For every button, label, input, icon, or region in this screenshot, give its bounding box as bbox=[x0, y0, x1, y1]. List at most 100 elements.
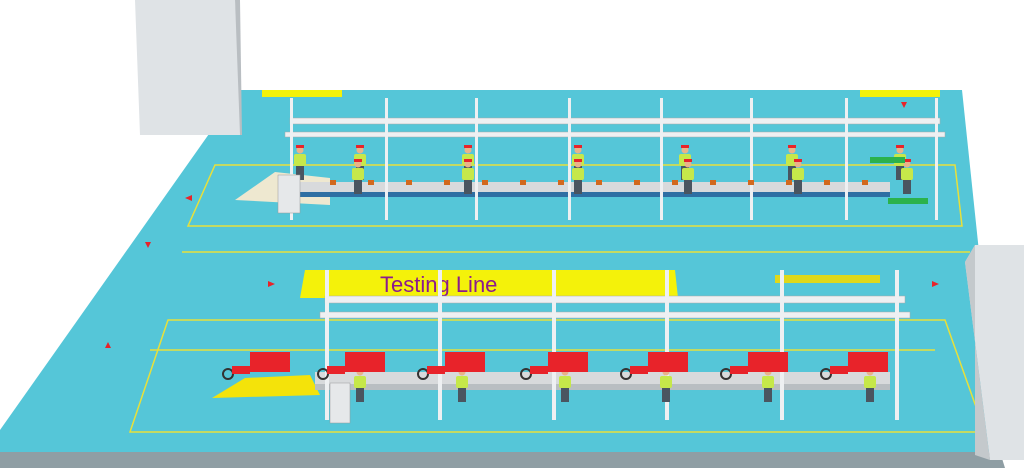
worker-cap bbox=[794, 159, 802, 162]
work-table bbox=[888, 198, 928, 204]
worker-cap bbox=[464, 145, 472, 148]
cargo-cart bbox=[345, 352, 385, 372]
worker-shirt bbox=[762, 376, 774, 388]
worker-cap bbox=[788, 145, 796, 148]
cargo-cart bbox=[250, 352, 290, 372]
worker-cap bbox=[896, 145, 904, 148]
testing-line-sign: Testing Line bbox=[300, 270, 678, 298]
building-right bbox=[965, 245, 1024, 460]
worker-cap bbox=[356, 145, 364, 148]
worker-cap bbox=[464, 159, 472, 162]
upper-frame-post bbox=[935, 98, 938, 220]
product-box bbox=[824, 180, 830, 185]
worker-shirt bbox=[660, 376, 672, 388]
upper-frame-beam bbox=[284, 131, 946, 138]
worker-head bbox=[788, 146, 796, 154]
lower-frame-post bbox=[780, 270, 784, 420]
direction-arrow-icon bbox=[901, 102, 907, 108]
lower-frame-beam bbox=[319, 311, 911, 319]
worker-head bbox=[356, 146, 364, 154]
worker-legs bbox=[794, 180, 802, 194]
worker-shirt bbox=[354, 376, 366, 388]
worker-shirt bbox=[792, 168, 804, 180]
upper-frame-post bbox=[750, 98, 753, 220]
direction-arrow-icon bbox=[268, 281, 275, 287]
worker-shirt bbox=[864, 376, 876, 388]
lower-frame-beam bbox=[324, 295, 906, 304]
worker-head bbox=[464, 146, 472, 154]
cargo-cart bbox=[548, 352, 588, 372]
worker-legs bbox=[903, 180, 911, 194]
product-box bbox=[710, 180, 716, 185]
worker-legs bbox=[866, 388, 874, 402]
worker-legs bbox=[896, 166, 904, 180]
lower-conveyor bbox=[315, 372, 890, 384]
cargo-cart bbox=[445, 352, 485, 372]
upper-frame-post bbox=[290, 98, 293, 220]
worker-legs bbox=[574, 180, 582, 194]
floor-marker bbox=[860, 90, 940, 97]
direction-arrow-icon bbox=[105, 342, 111, 348]
worker-legs bbox=[296, 166, 304, 180]
building-left bbox=[135, 0, 242, 135]
worker-head bbox=[354, 160, 362, 168]
loading-ramp-lower bbox=[212, 375, 320, 398]
cart-seat bbox=[427, 366, 445, 374]
direction-arrow-icon bbox=[145, 242, 151, 248]
cargo-cart bbox=[748, 352, 788, 372]
lower-frame-post bbox=[552, 270, 556, 420]
product-box bbox=[520, 180, 526, 185]
upper-frame-post bbox=[845, 98, 848, 220]
lower-frame-post bbox=[665, 270, 669, 420]
control-cabinet bbox=[277, 174, 301, 214]
cart-seat bbox=[530, 366, 548, 374]
upper-frame-post bbox=[568, 98, 571, 220]
worker-legs bbox=[356, 388, 364, 402]
cart-seat bbox=[830, 366, 848, 374]
worker-head bbox=[903, 160, 911, 168]
work-table bbox=[870, 157, 905, 163]
worker-head bbox=[574, 160, 582, 168]
worker-cap bbox=[574, 145, 582, 148]
cart-seat bbox=[630, 366, 648, 374]
worker-legs bbox=[662, 388, 670, 402]
worker-head bbox=[681, 146, 689, 154]
cargo-cart bbox=[648, 352, 688, 372]
product-box bbox=[558, 180, 564, 185]
cargo-cart bbox=[848, 352, 888, 372]
worker-legs bbox=[458, 388, 466, 402]
worker-head bbox=[574, 146, 582, 154]
lower-yellow-beam bbox=[775, 275, 880, 283]
worker-legs bbox=[561, 388, 569, 402]
direction-arrow-icon bbox=[185, 195, 192, 201]
product-box bbox=[444, 180, 450, 185]
worker-shirt bbox=[682, 168, 694, 180]
worker-head bbox=[684, 160, 692, 168]
product-box bbox=[596, 180, 602, 185]
product-box bbox=[330, 180, 336, 185]
worker-legs bbox=[354, 180, 362, 194]
control-cabinet bbox=[329, 382, 351, 424]
worker-head bbox=[296, 146, 304, 154]
cart-seat bbox=[232, 366, 250, 374]
product-box bbox=[406, 180, 412, 185]
worker-head bbox=[464, 160, 472, 168]
product-box bbox=[634, 180, 640, 185]
lower-frame-post bbox=[325, 270, 329, 420]
upper-frame-post bbox=[660, 98, 663, 220]
worker-cap bbox=[296, 145, 304, 148]
product-box bbox=[368, 180, 374, 185]
lower-frame-post bbox=[895, 270, 899, 420]
worker-cap bbox=[681, 145, 689, 148]
lower-frame-post bbox=[438, 270, 442, 420]
product-box bbox=[672, 180, 678, 185]
product-box bbox=[748, 180, 754, 185]
floor-shadow bbox=[0, 452, 1005, 468]
worker-shirt bbox=[462, 168, 474, 180]
worker-legs bbox=[684, 180, 692, 194]
worker-cap bbox=[574, 159, 582, 162]
lower-conveyor-base bbox=[315, 384, 890, 390]
worker-cap bbox=[354, 159, 362, 162]
